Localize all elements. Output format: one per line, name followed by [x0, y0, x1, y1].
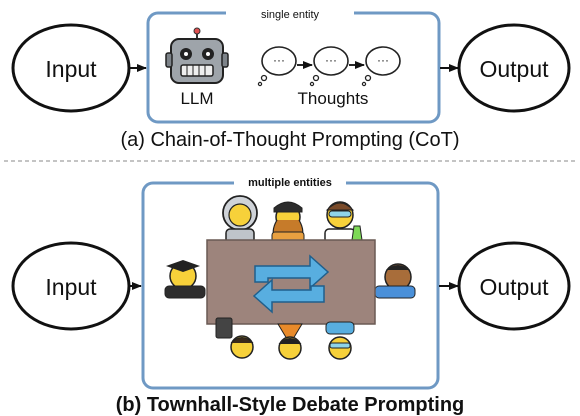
svg-text:···: ··· — [273, 53, 285, 67]
robot-icon — [165, 27, 229, 84]
single-entity-tag: single entity — [261, 9, 320, 21]
input-label: Input — [45, 56, 97, 82]
astronaut-icon — [222, 195, 258, 244]
output-label: Output — [479, 274, 549, 300]
thought-bubble-icon: ··· — [309, 46, 349, 87]
person-icon — [325, 321, 355, 360]
svg-text:···: ··· — [377, 53, 389, 67]
svg-text:···: ··· — [325, 53, 337, 67]
person-icon — [277, 323, 303, 360]
thoughts-label: Thoughts — [298, 89, 369, 108]
graduate-icon — [164, 260, 206, 299]
caption-b: (b) Townhall-Style Debate Prompting — [116, 394, 465, 416]
artist-icon — [271, 201, 305, 243]
output-node — [457, 241, 571, 331]
output-label: Output — [479, 56, 549, 82]
caption-a: (a) Chain-of-Thought Prompting (CoT) — [120, 129, 459, 151]
townhall-panel: Input multiple entities — [11, 174, 571, 416]
llm-label: LLM — [180, 89, 213, 108]
multiple-entities-tag: multiple entities — [248, 177, 332, 189]
input-label: Input — [45, 274, 97, 300]
thought-bubble-icon: ··· — [361, 46, 401, 87]
office-worker-icon — [374, 263, 416, 299]
cot-panel: Input single entity LLM — [11, 6, 571, 151]
person-icon — [215, 317, 254, 359]
thought-bubble-icon: ··· — [257, 46, 297, 87]
output-node — [457, 23, 571, 113]
repeat-arrows-icon — [252, 254, 330, 314]
debate-table — [206, 239, 376, 325]
